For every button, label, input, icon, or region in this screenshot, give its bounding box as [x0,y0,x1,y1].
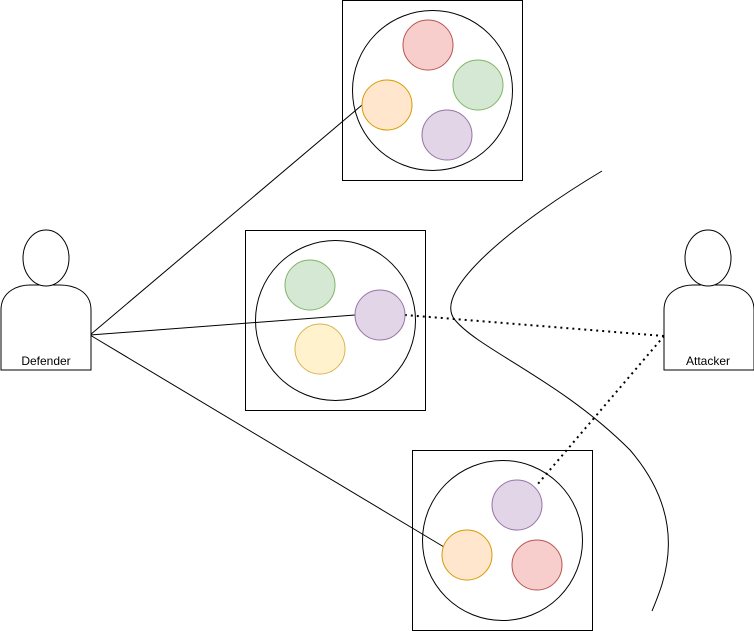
group-bottom [412,450,593,631]
node-top-purple [421,109,473,161]
node-top-green [452,59,504,111]
node-middle-yellow [294,323,346,375]
node-bottom-purple [491,479,543,531]
trust-boundary-curve [450,170,669,612]
node-middle-green [284,259,336,311]
defender-actor: Defender [0,229,92,371]
node-bottom-red [511,539,563,591]
group-top-ring [352,10,513,171]
defender-body [0,284,92,371]
link-defender-middle-purple [89,314,356,336]
node-top-red [402,19,454,71]
defender-label: Defender [21,354,70,368]
attacker-body [663,284,754,371]
link-attacker-middle-purple [404,314,665,337]
node-bottom-orange [441,529,493,581]
link-defender-top-orange [89,104,363,336]
defender-head [22,229,70,287]
attacker-label: Attacker [686,354,730,368]
link-attacker-bottom-purple [536,335,665,486]
node-top-orange [361,79,413,131]
node-middle-purple [354,289,406,341]
attacker-head [684,229,732,287]
link-defender-bottom-orange [89,334,445,548]
attacker-actor: Attacker [663,229,754,371]
